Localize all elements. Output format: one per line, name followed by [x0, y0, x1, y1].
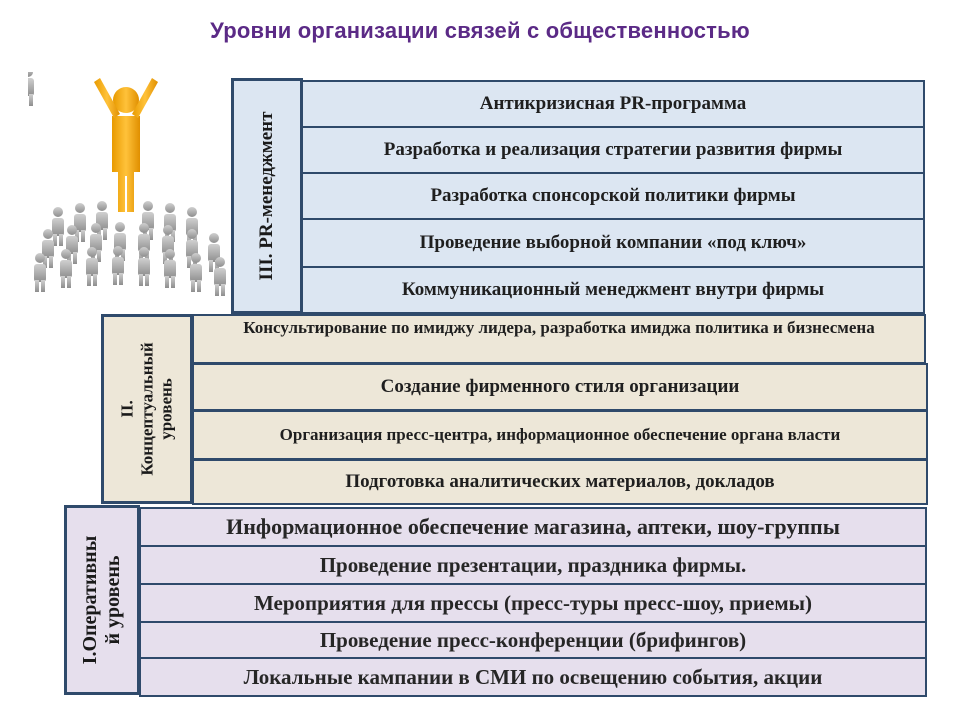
leader-crowd-illustration: [28, 72, 226, 296]
crowd-icon: [28, 72, 226, 296]
level-3-item-2: Разработка и реализация стратегии развит…: [301, 126, 925, 174]
level-3-item-4: Проведение выборной компании «под ключ»: [301, 218, 925, 268]
level-2-item-1: Консультирование по имиджу лидера, разра…: [192, 314, 926, 364]
level-1-label-line1: I.Оперативны: [79, 535, 101, 665]
level-1-label-line2: й уровень: [102, 555, 124, 645]
level-1-item-5: Локальные кампании в СМИ по освещению со…: [139, 657, 927, 697]
level-3-label: III. PR-менеджмент: [256, 111, 278, 281]
level-3-item-1: Антикризисная PR-программа: [301, 80, 925, 128]
level-1-item-4: Проведение пресс-конференции (брифингов): [139, 621, 927, 659]
level-1-item-2: Проведение презентации, праздника фирмы.: [139, 545, 927, 585]
level-1-label-box: I.Оперативны й уровень: [64, 505, 140, 695]
level-1-item-1: Информационное обеспечение магазина, апт…: [139, 507, 927, 547]
level-2-label: II. Концептуальный уровень: [118, 342, 177, 475]
page-title: Уровни организации связей с общественнос…: [210, 18, 750, 43]
level-1-item-3: Мероприятия для прессы (пресс-туры пресс…: [139, 583, 927, 623]
level-2-label-box: II. Концептуальный уровень: [101, 314, 193, 504]
level-2-label-line2: Концептуальный: [137, 342, 157, 476]
level-2-label-line3: уровень: [156, 378, 176, 440]
level-1-label: I.Оперативны й уровень: [79, 536, 125, 665]
level-2-label-line1: II.: [117, 400, 137, 418]
level-2-item-4: Подготовка аналитических материалов, док…: [192, 459, 928, 505]
level-3-label-box: III. PR-менеджмент: [231, 78, 303, 314]
level-2-item-2: Создание фирменного стиля организации: [192, 363, 928, 411]
leader-figure-icon: [94, 78, 158, 212]
level-3-item-3: Разработка спонсорской политики фирмы: [301, 172, 925, 220]
level-3-item-5: Коммуникационный менеджмент внутри фирмы: [301, 266, 925, 314]
level-2-item-3: Организация пресс-центра, информационное…: [192, 410, 928, 460]
